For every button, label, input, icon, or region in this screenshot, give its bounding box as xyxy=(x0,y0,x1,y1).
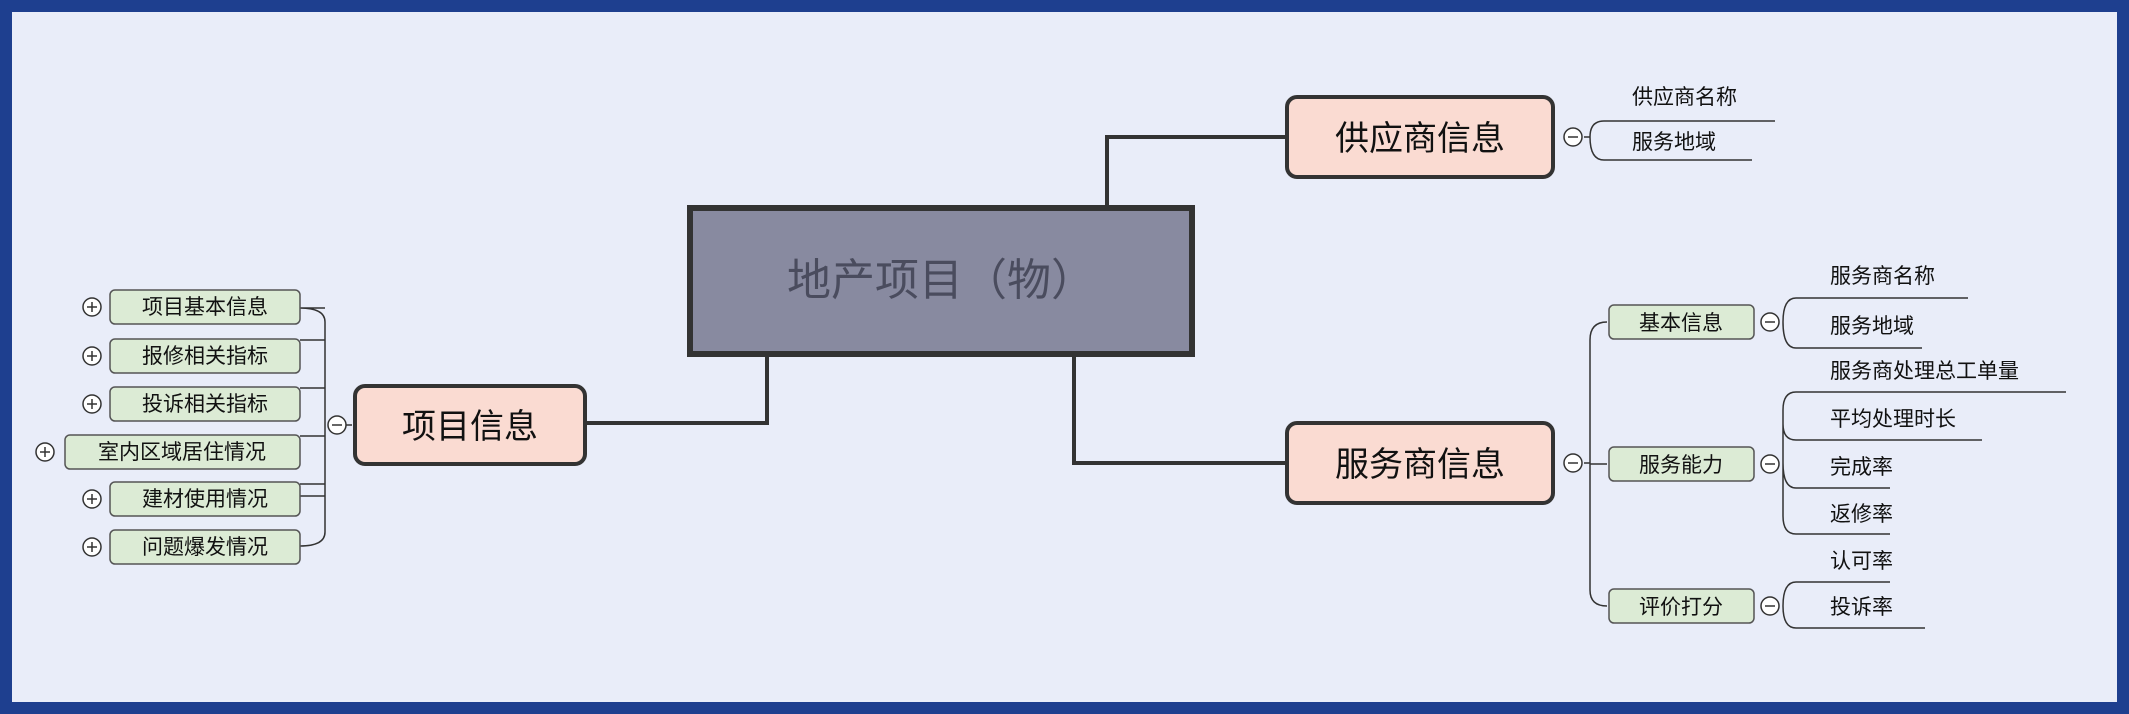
left-child-item[interactable]: 投诉相关指标 xyxy=(82,386,301,422)
center-node-label: 地产项目（物） xyxy=(787,255,1095,306)
service-group-label: 基本信息 xyxy=(1639,311,1723,335)
collapse-toggle-supplier-info[interactable] xyxy=(1563,127,1583,147)
service-leaf-label[interactable]: 平均处理时长 xyxy=(1830,407,1956,431)
connector-center-supplier xyxy=(1105,135,1287,206)
left-child-label: 室内区域居住情况 xyxy=(98,440,266,464)
service-group-label: 服务能力 xyxy=(1639,453,1723,477)
left-child-label: 问题爆发情况 xyxy=(142,535,268,559)
left-child-label: 投诉相关指标 xyxy=(142,392,268,416)
expand-icon[interactable] xyxy=(35,442,55,462)
expand-icon[interactable] xyxy=(82,297,102,317)
left-child-item[interactable]: 问题爆发情况 xyxy=(82,529,301,565)
connector-center-left xyxy=(585,356,769,425)
service-group-capability[interactable]: 服务能力 xyxy=(1608,446,1755,482)
supplier-leaf-label[interactable]: 供应商名称 xyxy=(1632,85,1737,109)
left-child-item[interactable]: 项目基本信息 xyxy=(82,289,301,325)
sub-connectors xyxy=(299,120,2066,629)
service-leaf-label[interactable]: 返修率 xyxy=(1830,502,1893,526)
expand-icon[interactable] xyxy=(82,346,102,366)
left-children: 项目基本信息 报修相关指标 投诉相关指标 室内区域居住情况 建材使用情况 问题爆… xyxy=(35,289,301,565)
left-child-label: 项目基本信息 xyxy=(142,295,268,319)
collapse-toggle-group-capability[interactable] xyxy=(1760,454,1780,474)
main-connectors xyxy=(585,135,1287,465)
bracket-supplier xyxy=(1584,120,1775,161)
left-child-item[interactable]: 室内区域居住情况 xyxy=(35,434,301,470)
branch-service-info-label: 服务商信息 xyxy=(1335,445,1505,485)
bracket-group-rating xyxy=(1782,581,1925,629)
bracket-service xyxy=(1584,321,1608,607)
service-leaf-label[interactable]: 服务商处理总工单量 xyxy=(1830,359,2019,383)
service-leaf-label[interactable]: 投诉率 xyxy=(1830,595,1893,619)
collapse-toggle-service-info[interactable] xyxy=(1563,453,1583,473)
branch-supplier-info[interactable]: 供应商信息 xyxy=(1285,95,1555,179)
connector-center-service xyxy=(1072,356,1287,465)
expand-icon[interactable] xyxy=(82,394,102,414)
left-child-label: 建材使用情况 xyxy=(142,487,268,511)
service-group-basic[interactable]: 基本信息 xyxy=(1608,304,1755,340)
service-leaf-label[interactable]: 服务商名称 xyxy=(1830,264,1935,288)
service-leaf-label[interactable]: 认可率 xyxy=(1830,549,1893,573)
branch-service-info[interactable]: 服务商信息 xyxy=(1285,421,1555,505)
branch-project-info[interactable]: 项目信息 xyxy=(353,384,587,466)
center-node[interactable]: 地产项目（物） xyxy=(687,205,1195,357)
collapse-toggle-group-basic[interactable] xyxy=(1760,312,1780,332)
bracket-group-capability xyxy=(1782,391,2066,535)
collapse-toggle-group-rating[interactable] xyxy=(1760,596,1780,616)
service-group-label: 评价打分 xyxy=(1639,595,1723,619)
left-child-label: 报修相关指标 xyxy=(142,344,268,368)
service-leaf-label[interactable]: 完成率 xyxy=(1830,455,1893,479)
bracket-group-basic xyxy=(1782,297,1968,349)
expand-icon[interactable] xyxy=(82,489,102,509)
left-child-item[interactable]: 报修相关指标 xyxy=(82,338,301,374)
expand-icon[interactable] xyxy=(82,537,102,557)
supplier-leaf-label[interactable]: 服务地域 xyxy=(1632,130,1716,154)
branch-supplier-info-label: 供应商信息 xyxy=(1335,119,1505,159)
left-child-item[interactable]: 建材使用情况 xyxy=(82,481,301,517)
collapse-toggle-project-info[interactable] xyxy=(327,415,347,435)
service-group-rating[interactable]: 评价打分 xyxy=(1608,588,1755,624)
branch-project-info-label: 项目信息 xyxy=(402,407,538,447)
service-leaf-label[interactable]: 服务地域 xyxy=(1830,314,1914,338)
